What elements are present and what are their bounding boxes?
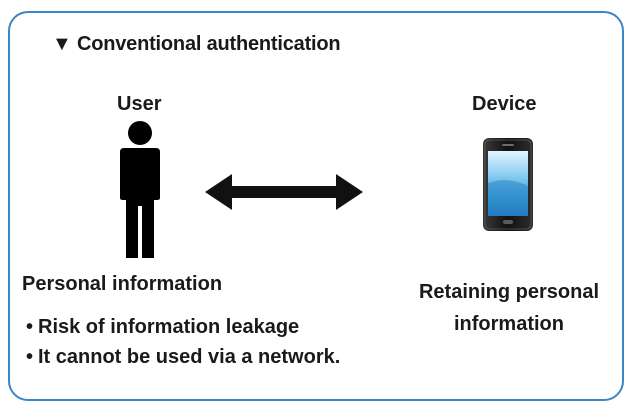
user-caption: Personal information xyxy=(22,273,223,295)
risk-list: •Risk of information leakage •It cannot … xyxy=(26,312,340,372)
device-label: Device xyxy=(472,93,537,115)
person-icon xyxy=(120,121,160,258)
device-caption: Retaining personal information xyxy=(418,281,600,335)
risk-item-text: Risk of information leakage xyxy=(38,316,300,338)
bullet-mark: • xyxy=(26,316,34,338)
smartphone-icon xyxy=(483,138,533,231)
list-item: •Risk of information leakage xyxy=(26,312,340,342)
bullet-mark: • xyxy=(26,346,34,368)
section-heading: ▼ Conventional authentication xyxy=(52,33,341,55)
list-item: •It cannot be used via a network. xyxy=(26,342,340,372)
risk-item-text: It cannot be used via a network. xyxy=(38,346,341,368)
double-arrow-icon xyxy=(205,174,363,210)
user-label: User xyxy=(117,93,162,115)
